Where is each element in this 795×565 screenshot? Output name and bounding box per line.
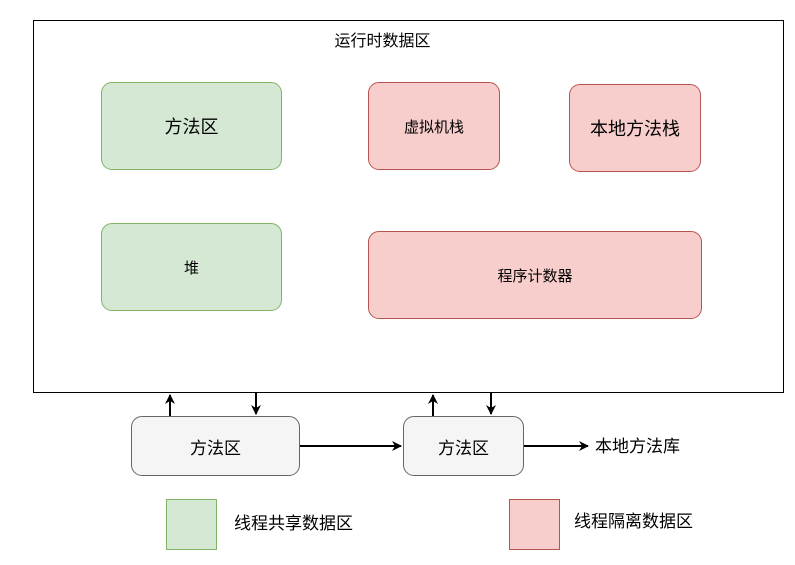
legend-isolated-swatch — [509, 499, 560, 550]
method-area-label: 方法区 — [164, 117, 219, 138]
native-method-stack-block[interactable]: 本地方法栈 — [569, 84, 701, 172]
program-counter-block[interactable]: 程序计数器 — [368, 231, 702, 319]
program-counter-label: 程序计数器 — [497, 266, 573, 285]
bottom-left-box[interactable]: 方法区 — [131, 416, 300, 476]
runtime-area-title: 运行时数据区 — [334, 31, 431, 50]
vm-stack-label: 虚拟机栈 — [403, 117, 464, 136]
heap-block[interactable]: 堆 — [101, 223, 282, 311]
native-method-stack-label: 本地方法栈 — [590, 119, 680, 140]
method-area-block[interactable]: 方法区 — [101, 82, 282, 170]
legend-shared-swatch — [166, 499, 217, 550]
legend-isolated-label: 线程隔离数据区 — [574, 512, 693, 532]
heap-label: 堆 — [183, 258, 199, 277]
bottom-left-label: 方法区 — [190, 438, 241, 459]
native-library-label: 本地方法库 — [595, 437, 680, 457]
legend-shared-label: 线程共享数据区 — [234, 514, 353, 534]
bottom-right-box[interactable]: 方法区 — [403, 416, 524, 476]
vm-stack-block[interactable]: 虚拟机栈 — [368, 82, 500, 170]
bottom-right-label: 方法区 — [438, 438, 489, 459]
